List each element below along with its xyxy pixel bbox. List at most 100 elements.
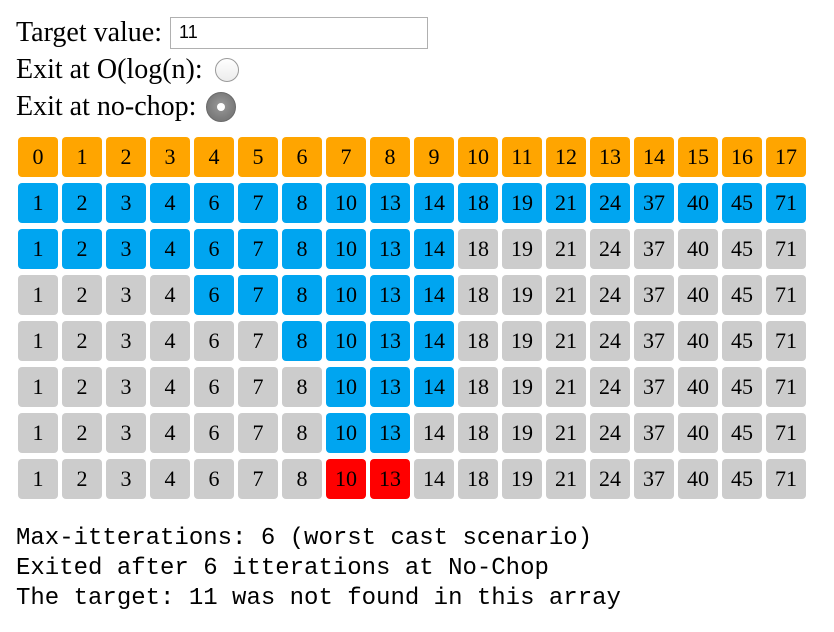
value-cell: 3 [106, 183, 146, 223]
value-cell: 4 [150, 367, 190, 407]
index-cell: 2 [106, 137, 146, 177]
value-cell: 71 [766, 459, 806, 499]
value-cell: 4 [150, 459, 190, 499]
value-cell: 14 [414, 183, 454, 223]
value-cell: 40 [678, 367, 718, 407]
value-cell: 18 [458, 413, 498, 453]
value-cell: 18 [458, 275, 498, 315]
value-cell: 14 [414, 459, 454, 499]
value-cell: 18 [458, 229, 498, 269]
exit-log-radio[interactable] [214, 57, 239, 82]
index-cell: 7 [326, 137, 366, 177]
value-cell: 45 [722, 321, 762, 361]
value-cell: 4 [150, 275, 190, 315]
value-cell: 14 [414, 367, 454, 407]
value-cell: 2 [62, 229, 102, 269]
value-cell: 13 [370, 275, 410, 315]
value-cell: 37 [634, 275, 674, 315]
value-cell: 71 [766, 183, 806, 223]
value-cell: 2 [62, 367, 102, 407]
value-cell: 1 [18, 229, 58, 269]
index-cell: 5 [238, 137, 278, 177]
value-cell: 3 [106, 275, 146, 315]
value-cell: 37 [634, 229, 674, 269]
value-cell: 45 [722, 183, 762, 223]
index-cell: 0 [18, 137, 58, 177]
value-cell: 2 [62, 275, 102, 315]
value-cell: 21 [546, 229, 586, 269]
value-cell: 3 [106, 229, 146, 269]
value-cell: 4 [150, 183, 190, 223]
value-cell: 6 [194, 459, 234, 499]
value-cell: 8 [282, 321, 322, 361]
value-cell: 40 [678, 413, 718, 453]
target-row: Target value: [16, 14, 429, 51]
value-cell: 4 [150, 229, 190, 269]
target-value-input[interactable] [170, 16, 429, 49]
value-cell: 21 [546, 413, 586, 453]
value-cell: 24 [590, 321, 630, 361]
value-cell: 19 [502, 275, 542, 315]
value-cell: 21 [546, 183, 586, 223]
value-cell: 6 [194, 367, 234, 407]
value-cell: 21 [546, 459, 586, 499]
result-text: The target: 11 was not found in this arr… [16, 585, 621, 612]
value-cell: 1 [18, 183, 58, 223]
value-cell: 1 [18, 367, 58, 407]
value-cell: 24 [590, 413, 630, 453]
value-cell: 19 [502, 229, 542, 269]
exit-nochop-radio[interactable] [206, 91, 237, 122]
value-cell: 71 [766, 321, 806, 361]
value-cell: 7 [238, 321, 278, 361]
index-cell: 11 [502, 137, 542, 177]
value-cell: 13 [370, 459, 410, 499]
value-cell: 14 [414, 413, 454, 453]
exit-nochop-label: Exit at no-chop: [16, 91, 197, 122]
value-cell: 8 [282, 367, 322, 407]
value-cell: 3 [106, 321, 146, 361]
value-cell: 13 [370, 183, 410, 223]
value-cell: 21 [546, 321, 586, 361]
value-cell: 10 [326, 459, 366, 499]
value-cell: 10 [326, 367, 366, 407]
value-cell: 71 [766, 275, 806, 315]
index-cell: 13 [590, 137, 630, 177]
exit-info-text: Exited after 6 itterations at No-Chop [16, 555, 549, 582]
index-cell: 15 [678, 137, 718, 177]
value-cell: 19 [502, 367, 542, 407]
value-cell: 37 [634, 183, 674, 223]
index-cell: 3 [150, 137, 190, 177]
value-cell: 45 [722, 229, 762, 269]
value-cell: 45 [722, 275, 762, 315]
value-cell: 37 [634, 367, 674, 407]
value-cell: 18 [458, 459, 498, 499]
value-cell: 24 [590, 229, 630, 269]
value-cell: 19 [502, 183, 542, 223]
value-cell: 2 [62, 459, 102, 499]
value-cell: 24 [590, 367, 630, 407]
index-cell: 6 [282, 137, 322, 177]
value-cell: 40 [678, 459, 718, 499]
value-cell: 18 [458, 321, 498, 361]
value-cell: 14 [414, 321, 454, 361]
value-cell: 6 [194, 321, 234, 361]
value-cell: 7 [238, 229, 278, 269]
value-cell: 14 [414, 275, 454, 315]
value-cell: 7 [238, 413, 278, 453]
value-cell: 8 [282, 183, 322, 223]
exit-nochop-row: Exit at no-chop: [16, 88, 428, 125]
value-cell: 40 [678, 229, 718, 269]
value-cell: 13 [370, 321, 410, 361]
value-cell: 6 [194, 275, 234, 315]
value-cell: 10 [326, 275, 366, 315]
value-cell: 45 [722, 413, 762, 453]
value-cell: 7 [238, 367, 278, 407]
value-cell: 40 [678, 321, 718, 361]
value-cell: 7 [238, 183, 278, 223]
value-cell: 3 [106, 367, 146, 407]
